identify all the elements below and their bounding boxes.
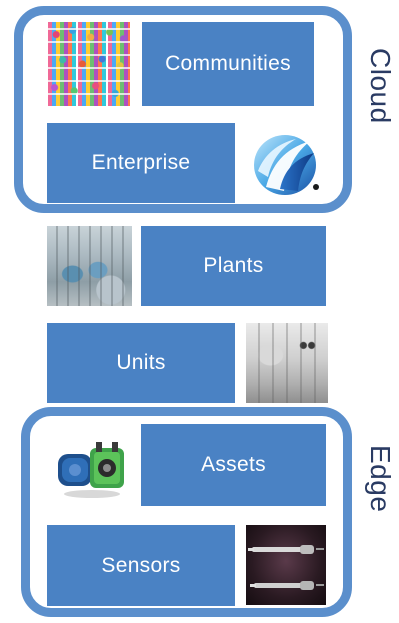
cloud-label: Cloud	[365, 48, 396, 124]
pump-icon	[58, 442, 124, 498]
edge-label: Edge	[365, 445, 396, 513]
sensor-probes-icon	[248, 545, 324, 590]
enterprise-box: Enterprise	[47, 123, 235, 203]
units-box: Units	[47, 323, 235, 403]
sensors-image	[246, 525, 326, 605]
enterprise-logo-icon	[254, 135, 319, 195]
edge-group-frame	[21, 407, 352, 617]
communities-image	[48, 22, 130, 106]
assets-box: Assets	[141, 424, 326, 506]
communities-box: Communities	[142, 22, 314, 106]
cloud-group-frame	[14, 6, 352, 213]
enterprise-logo	[244, 125, 326, 201]
assets-image	[52, 434, 132, 500]
plants-box: Plants	[141, 226, 326, 306]
sensors-box: Sensors	[47, 525, 235, 606]
units-image	[246, 323, 328, 403]
plants-image	[47, 226, 132, 306]
